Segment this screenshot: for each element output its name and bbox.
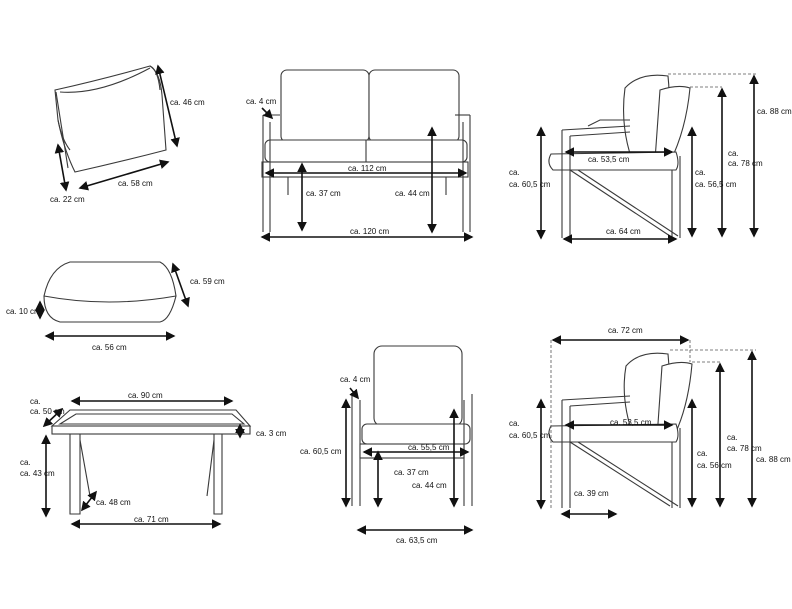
label-seat-cushion-h: ca. 10 cm [6,307,41,316]
label-cushion-back-d: ca. 22 cm [50,195,85,204]
arrow-cushion-back-w [78,159,170,191]
label-cushion-back-w: ca. 58 cm [118,179,153,188]
chair-side-drawing [548,352,693,508]
arrow-sofa-arm [261,107,274,120]
label-table-leg: ca. 48 cm [96,498,131,507]
back-cushion-drawing [54,65,167,173]
label-chair-side-seat-d: ca. 53,5 cm [610,418,652,427]
label-table-leg-w: ca. 71 cm [134,515,169,524]
label-chair-side-front-h-1: ca. [509,419,520,428]
label-side-back-h: ca. 78 cm [728,159,763,168]
label-seat-cushion-w: ca. 56 cm [92,343,127,352]
arrow-chair-arm [349,387,359,400]
arrow-cushion-back-d [54,143,70,192]
label-chair-seat-w: ca. 55,5 cm [408,443,450,452]
arrow-table-leg [81,490,97,512]
label-sofa-seat-h: ca. 37 cm [306,189,341,198]
sofa-front-drawing [261,69,471,232]
label-table-top: ca. 3 cm [256,429,287,438]
label-sofa-arm-h: ca. 44 cm [395,189,430,198]
label-side-front-h: ca. 60,5 cm [509,180,551,189]
sofa-side-drawing [548,74,691,238]
label-side-arm-h: ca. 56,5 cm [695,180,737,189]
label-chair-side-front-h: ca. 60,5 cm [509,431,551,440]
label-side-total-h: ca. 88 cm [757,107,792,116]
label-sofa-seat-w: ca. 112 cm [348,164,387,173]
label-chair-arm-h: ca. 44 cm [412,481,447,490]
label-chair-side-arm-h: ca. 56 cm [697,461,732,470]
label-side-total-d: ca. 64 cm [606,227,641,236]
label-cushion-back-h: ca. 46 cm [170,98,205,107]
label-side-front-h-1: ca. [509,168,520,177]
arrow-seat-cushion-d [171,262,190,308]
label-sofa-arm: ca. 4 cm [246,97,277,106]
label-side-back-h-1: ca. [728,149,739,158]
label-sofa-total-w: ca. 120 cm [350,227,389,236]
arrow-cushion-back-h [155,64,180,148]
label-table-w: ca. 90 cm [128,391,163,400]
label-chair-side-total-h: ca. 88 cm [756,455,791,464]
label-chair-side-total-d: ca. 72 cm [608,326,643,335]
label-chair-seat-h: ca. 37 cm [394,468,429,477]
label-chair-total-w: ca. 63,5 cm [396,536,438,545]
label-chair-side-arm-h-1: ca. [697,449,708,458]
seat-cushion-drawing [43,261,177,323]
label-chair-side-leg-d: ca. 39 cm [574,489,609,498]
label-table-h: ca. 43 cm [20,469,55,478]
label-chair-side-back-h: ca. 78 cm [727,444,762,453]
label-table-d-1: ca. [30,397,41,406]
label-chair-arm: ca. 4 cm [340,375,371,384]
table-drawing [50,409,252,515]
label-table-d: ca. 50 cm [30,407,65,416]
label-chair-front-h: ca. 60,5 cm [300,447,342,456]
label-table-h-1: ca. [20,458,31,467]
label-side-seat-d: ca. 53,5 cm [588,155,630,164]
label-side-arm-h-1: ca. [695,168,706,177]
arrow-table-d [42,407,64,428]
label-chair-side-back-h-1: ca. [727,433,738,442]
label-seat-cushion-d: ca. 59 cm [190,277,225,286]
